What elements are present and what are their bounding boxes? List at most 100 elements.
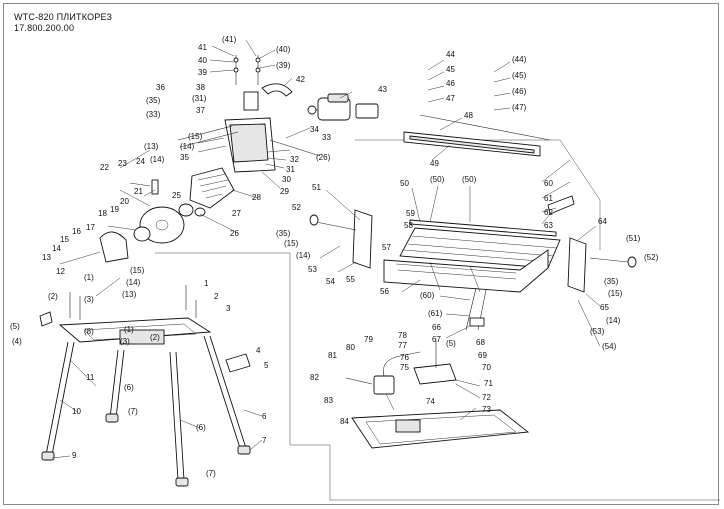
callout-62: 62 [544,208,553,217]
callout-56: 56 [380,287,389,296]
callout-52b: (52) [644,253,659,262]
callout-1b: (1) [124,325,134,334]
callout-53a: 53 [308,265,317,274]
callout-50a: 50 [400,179,409,188]
callout-58: 58 [404,221,413,230]
callout-49: 49 [430,159,439,168]
callout-13a: (13) [144,142,159,151]
callout-82: 82 [310,373,319,382]
front-guard-part [99,231,129,263]
callout-5c: (5) [446,339,456,348]
callout-15e: (15) [608,289,623,298]
callout-43: 43 [378,85,387,94]
callout-4b: 4 [256,346,261,355]
callout-12: 12 [56,267,65,276]
callout-3c: 3 [226,304,231,313]
callout-15d: (15) [284,239,299,248]
callout-29: 29 [280,187,289,196]
switch-box-part [355,103,379,119]
callout-14d: (14) [126,278,141,287]
callout-31a: (31) [192,94,207,103]
callout-39b: 39 [198,68,207,77]
callout-54b: (54) [602,342,617,351]
callout-14f: (14) [606,316,621,325]
callout-73: 73 [482,405,491,414]
callout-45b: (45) [512,71,527,80]
callout-25: 25 [172,191,181,200]
callout-84: 84 [340,417,349,426]
callout-53b: (53) [590,327,605,336]
callout-46b: (46) [512,87,527,96]
callout-66: 66 [432,323,441,332]
callout-16: 16 [72,227,81,236]
callout-52a: 52 [292,203,301,212]
callout-10: 10 [72,407,81,416]
callout-6b: (6) [196,423,206,432]
callout-23: 23 [118,159,127,168]
callout-68: 68 [476,338,485,347]
blade-guard-part [189,167,235,209]
callout-74: 74 [426,397,435,406]
callout-44b: (44) [512,55,527,64]
callout-15b: 15 [60,235,69,244]
callout-1a: (1) [84,273,94,282]
callout-11: 11 [86,373,95,382]
callout-7b: 7 [262,436,267,445]
callout-22: 22 [100,163,109,172]
callout-14c: 14 [52,244,61,253]
callout-35b: 35 [180,153,189,162]
motor-head-assembly [99,55,379,263]
callout-30: 30 [282,175,291,184]
callout-1c: 1 [204,279,209,288]
callout-51b: (51) [626,234,641,243]
callout-54a: 54 [326,277,335,286]
callout-14b: (14) [150,155,165,164]
callout-55: 55 [346,275,355,284]
callout-41a: (41) [222,35,237,44]
callout-2c: 2 [214,292,219,301]
callout-15a: (15) [188,132,203,141]
callout-45a: 45 [446,65,455,74]
leader-lines [51,39,601,459]
callout-27: 27 [232,209,241,218]
callout-2a: (2) [48,292,58,301]
callout-3b: (3) [120,337,130,346]
callout-47a: 47 [446,94,455,103]
callout-35c: (35) [276,229,291,238]
callout-31b: 31 [286,165,295,174]
callout-21: 21 [134,187,143,196]
callout-83: 83 [324,396,333,405]
callout-18: 18 [98,209,107,218]
callout-24: 24 [136,157,145,166]
callout-40b: 40 [198,56,207,65]
water-tray-assembly [345,340,530,449]
callout-2b: (2) [150,333,160,342]
callout-69: 69 [478,351,487,360]
callout-3a: (3) [84,295,94,304]
callout-9: 9 [72,451,77,460]
blade-part [139,206,185,244]
callout-65: 65 [600,303,609,312]
callout-61a: 61 [544,194,553,203]
bracket-part [413,363,457,385]
callout-75: 75 [400,363,409,372]
side-plate-right [567,237,587,293]
callout-44a: 44 [446,50,455,59]
callout-17: 17 [86,223,95,232]
callout-26a: (26) [316,153,331,162]
callout-32: 32 [290,155,299,164]
callout-41b: 41 [198,43,207,52]
callout-59: 59 [406,209,415,218]
callout-35a: (35) [146,96,161,105]
water-tray-part [351,409,530,449]
callout-7a: (7) [128,407,138,416]
callout-15c: (15) [130,266,145,275]
callout-72: 72 [482,393,491,402]
handle-part [261,83,293,97]
callout-60a: 60 [544,179,553,188]
callout-50c: (50) [462,175,477,184]
model-title: WTC-820 ПЛИТКОРЕЗ [14,12,113,22]
callout-26b: 26 [230,229,239,238]
callout-67: 67 [432,335,441,344]
